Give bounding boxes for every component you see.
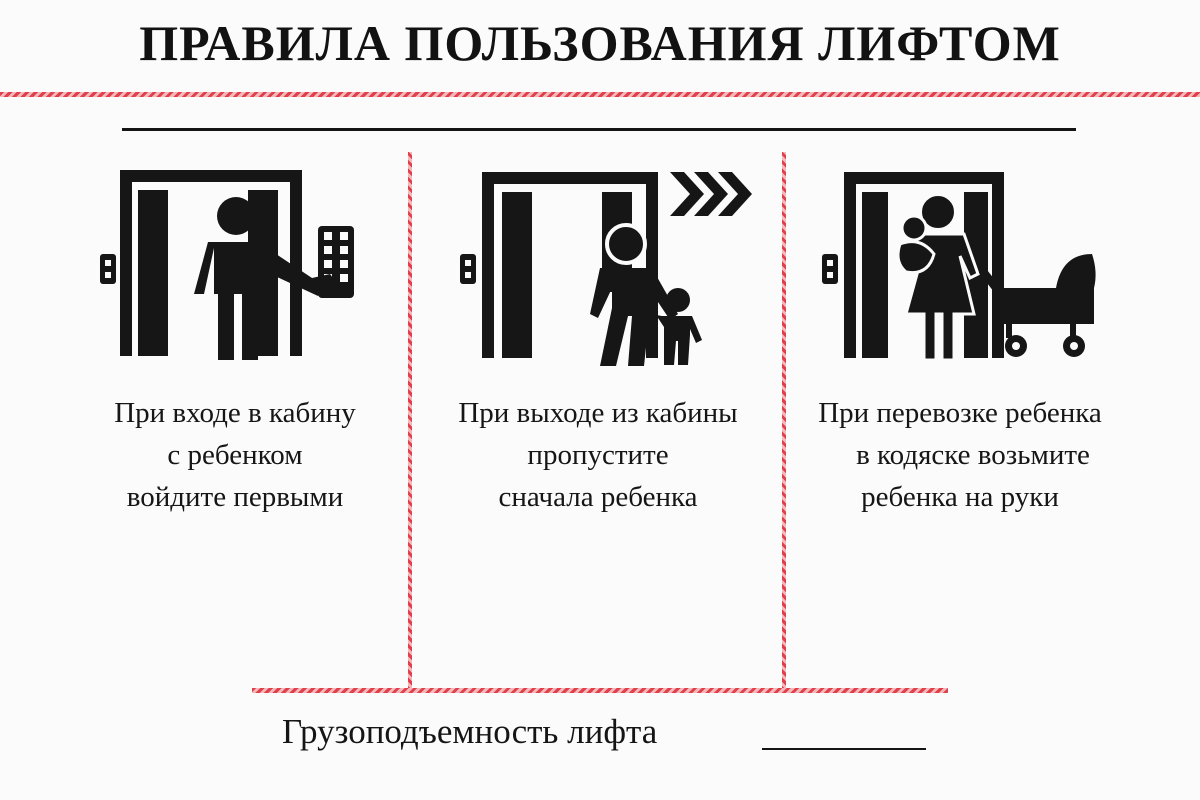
caption-line: При выходе из кабины — [458, 397, 738, 429]
rule-caption-exit: При выходе из кабины пропустите сначала … — [428, 392, 768, 518]
caption-line: с ребенком — [167, 439, 303, 471]
caption-line: сначала ребенка — [498, 481, 698, 513]
caption-line: пропустите — [527, 439, 669, 471]
column-divider-right — [782, 152, 786, 690]
bottom-divider — [252, 688, 948, 693]
title-divider — [0, 92, 1200, 97]
child-exiting-first-icon — [460, 172, 752, 366]
parent-with-stroller-icon — [822, 172, 1096, 362]
rule-panel-stroller: При перевозке ребенка в кодяске возьмите… — [818, 160, 1102, 513]
caption-line: При перевозке ребенка — [818, 397, 1102, 429]
adult-pressing-button-icon — [100, 170, 354, 364]
caption-line: При входе в кабину — [114, 397, 356, 429]
rule-panel-enter: При входе в кабину с ребенком войдите пе… — [100, 160, 370, 513]
caption-line: ребенка на руки — [861, 481, 1059, 513]
capacity-label: Грузоподъемность лифта — [282, 712, 658, 751]
caption-line: в кодяске возьмите — [856, 439, 1090, 471]
rule-caption-stroller: При перевозке ребенка в кодяске возьмите… — [790, 392, 1130, 518]
column-divider-left — [408, 152, 412, 690]
rule-caption-enter: При входе в кабину с ребенком войдите пе… — [88, 392, 382, 518]
capacity-blank-line — [762, 748, 926, 750]
rule-panel-exit: При выходе из кабины пропустите сначала … — [458, 160, 760, 513]
caption-line: войдите первыми — [126, 481, 344, 513]
header-underline — [122, 128, 1076, 131]
sign-title: ПРАВИЛА ПОЛЬЗОВАНИЯ ЛИФТОМ — [139, 15, 1061, 71]
